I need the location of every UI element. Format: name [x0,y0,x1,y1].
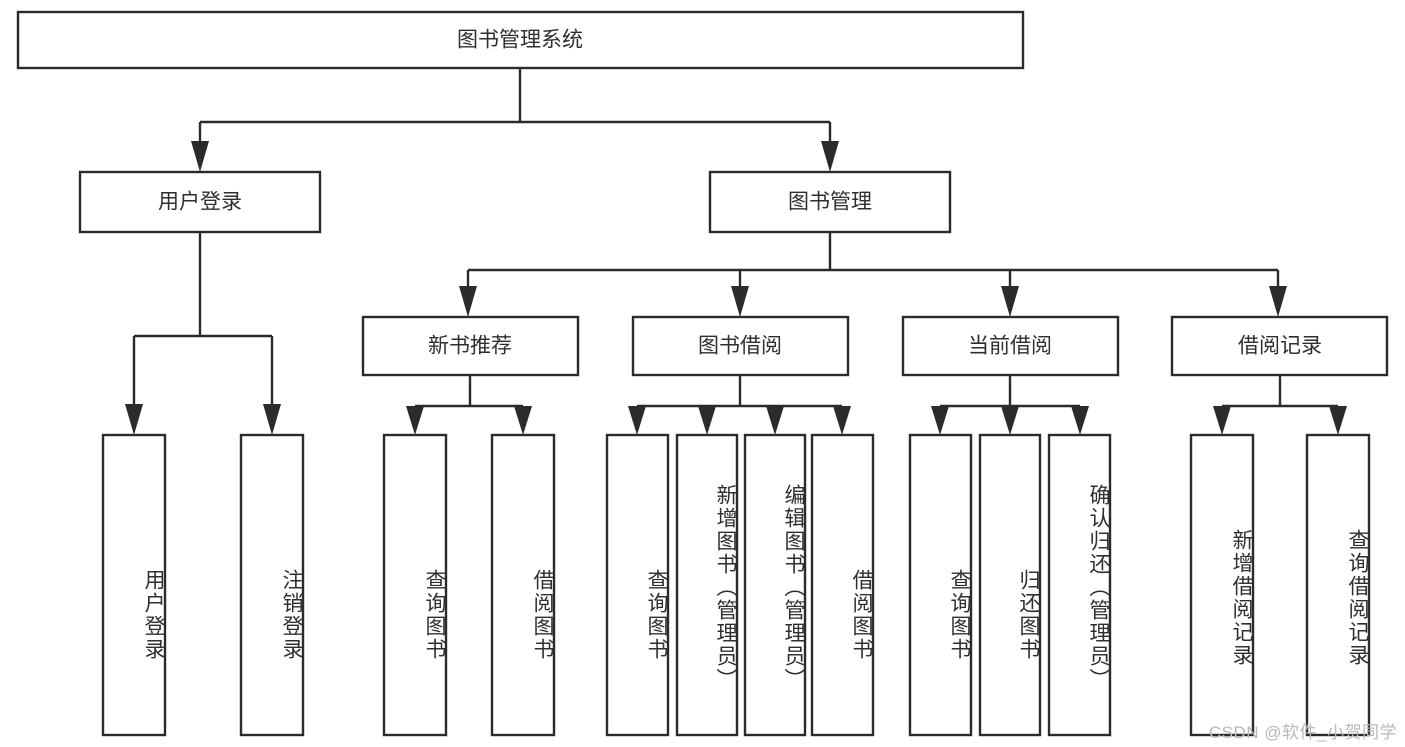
node-root-box[interactable] [16,10,1025,70]
node-book-borrow-label: 图书借阅 [698,335,782,358]
node-user-login[interactable]: 用户登录 [78,170,322,234]
node-current-borrow-box[interactable] [901,315,1120,377]
connector-group-new-books [406,375,532,435]
node-book-borrow[interactable]: 图书借阅 [631,315,850,377]
leaf-box-confirm-return-admin[interactable] [1047,433,1112,737]
node-user-login-box[interactable] [78,170,322,234]
leaf-box-borrow-books-borrow[interactable] [810,433,875,737]
connector-group-book-mgmt [459,232,1287,317]
arrow-icon-book-mgmt-records [1269,286,1287,317]
leaf-boxes [101,433,1371,737]
arrow-icon-root-to-user-login [191,141,209,172]
arrow-icon-new-books-leaf-1 [406,406,424,435]
leaf-box-query-books-recommend[interactable] [382,433,448,737]
arrow-icon-current-leaf-1 [931,406,949,435]
arrow-icon-new-books-leaf-2 [514,406,532,435]
arrow-icon-book-mgmt-new-books [459,286,477,317]
node-root-label: 图书管理系统 [457,29,583,52]
leaf-box-return-books[interactable] [978,433,1042,737]
arrow-icon-records-leaf-2 [1329,406,1347,435]
node-borrow-records[interactable]: 借阅记录 [1170,315,1389,377]
node-current-borrow-label: 当前借阅 [968,335,1052,358]
connector-group-root [191,68,839,172]
leaf-box-user-login[interactable] [101,433,167,737]
connector-group-borrow [628,375,851,435]
arrow-icon-borrow-leaf-4 [833,406,851,435]
leaf-box-query-borrow-record[interactable] [1305,433,1371,737]
node-book-management[interactable]: 图书管理 [708,170,952,234]
node-new-book-recommend-box[interactable] [361,315,580,377]
arrow-icon-records-leaf-1 [1213,406,1231,435]
node-current-borrow[interactable]: 当前借阅 [901,315,1120,377]
connector-group-records [1213,375,1347,435]
node-root[interactable]: 图书管理系统 [16,10,1025,70]
connector-group-user-login [125,232,281,435]
leaf-box-borrow-books-recommend[interactable] [490,433,556,737]
arrow-icon-current-leaf-2 [1001,406,1019,435]
node-new-book-recommend[interactable]: 新书推荐 [361,315,580,377]
arrow-icon-borrow-leaf-3 [766,406,784,435]
arrow-icon-book-mgmt-current [1001,286,1019,317]
arrow-icon-user-login-leaf-2 [263,404,281,435]
arrow-icon-book-mgmt-borrow [731,286,749,317]
leaf-box-add-book-admin[interactable] [675,433,739,737]
node-borrow-records-label: 借阅记录 [1238,335,1322,358]
arrow-icon-user-login-leaf-1 [125,404,143,435]
connector-group-current-borrow [931,375,1089,435]
node-book-borrow-box[interactable] [631,315,850,377]
leaf-box-query-books-current[interactable] [908,433,973,737]
leaf-box-logout[interactable] [239,433,305,737]
leaf-box-edit-book-admin[interactable] [743,433,807,737]
node-book-management-label: 图书管理 [788,191,872,214]
node-user-login-label: 用户登录 [158,191,242,214]
arrow-icon-borrow-leaf-2 [698,406,716,435]
arrow-icon-borrow-leaf-1 [628,406,646,435]
csdn-watermark: CSDN @软件_小贺同学 [1208,723,1397,742]
node-borrow-records-box[interactable] [1170,315,1389,377]
arrow-icon-root-to-book-mgmt [821,141,839,172]
arrow-icon-current-leaf-3 [1071,406,1089,435]
node-book-management-box[interactable] [708,170,952,234]
leaf-box-query-books-borrow[interactable] [605,433,670,737]
leaf-box-add-borrow-record[interactable] [1189,433,1255,737]
node-new-book-recommend-label: 新书推荐 [428,335,512,358]
